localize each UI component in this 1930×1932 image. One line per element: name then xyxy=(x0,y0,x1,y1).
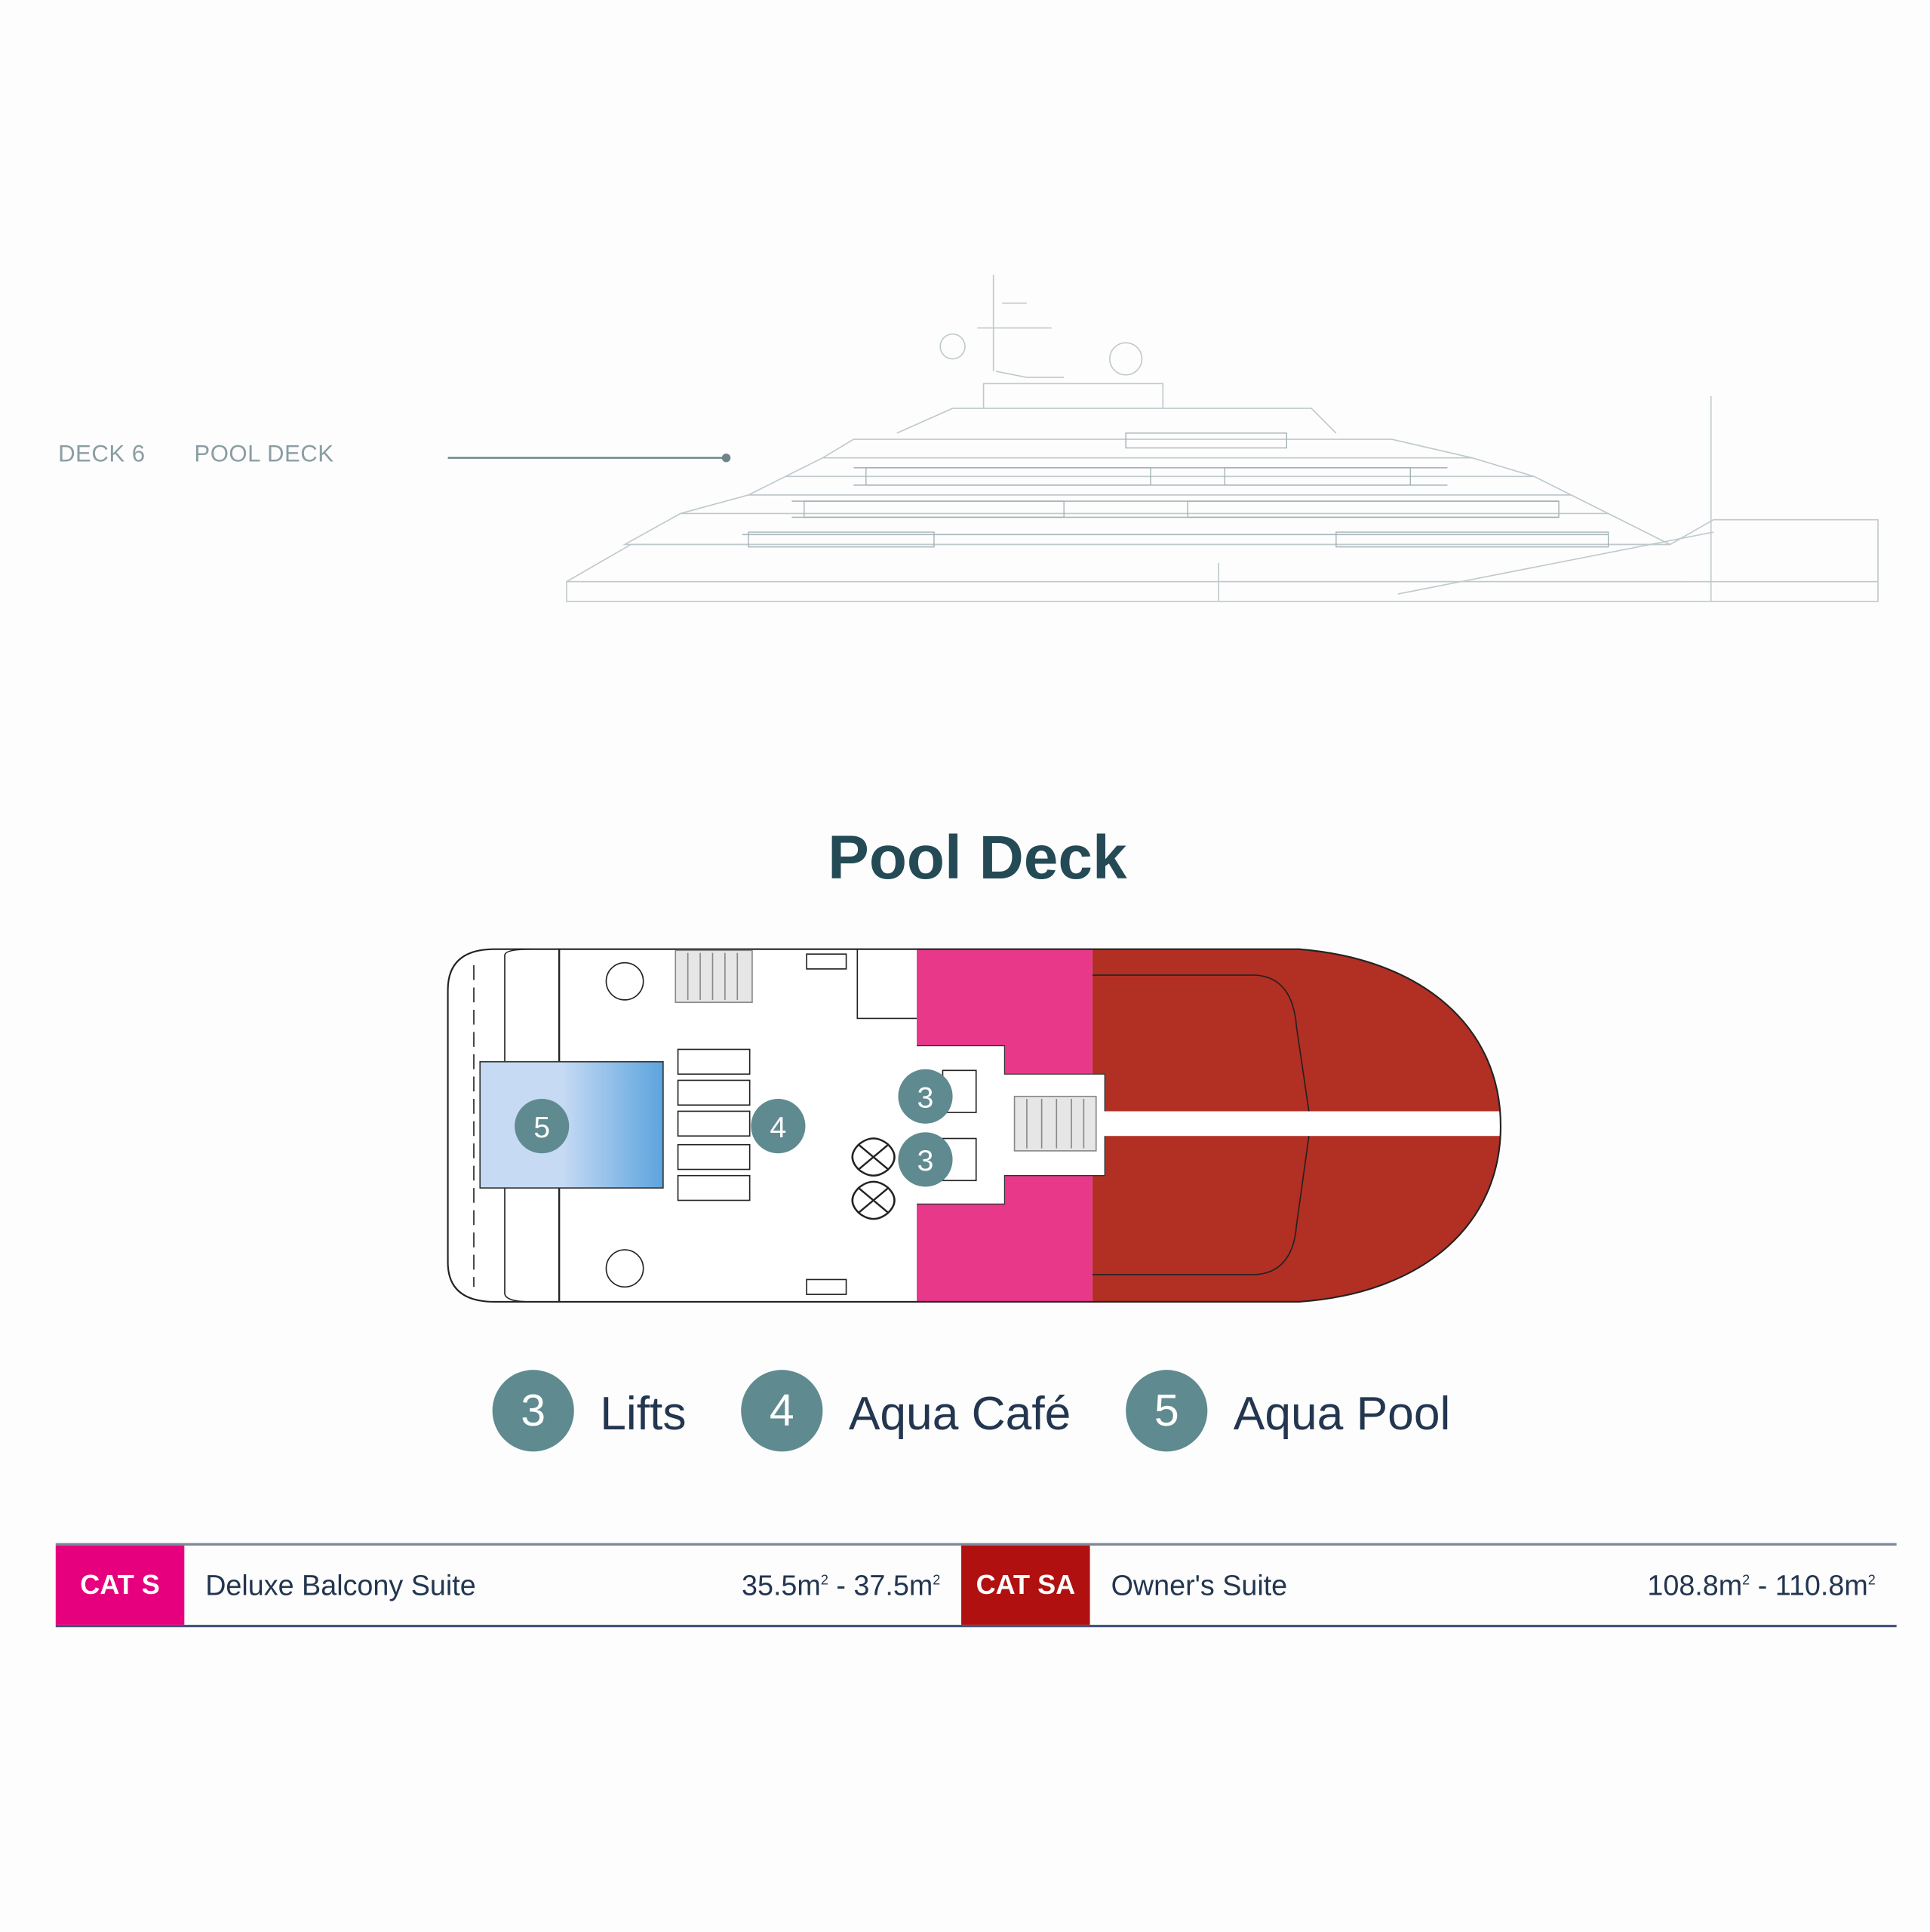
deck-number-label: DECK 6 xyxy=(58,441,146,468)
legend-cafe-label: Aqua Café xyxy=(848,1388,1071,1441)
marker-pool[interactable] xyxy=(515,1099,570,1154)
deck-plan: 5 4 3 3 xyxy=(447,948,1502,1303)
legend-cafe-badge: 4 xyxy=(741,1370,823,1452)
marker-lift-number: 3 xyxy=(917,1081,934,1115)
legend-lifts-label: Lifts xyxy=(600,1388,687,1441)
cat-s-size: 35.5m2 - 37.5m2 xyxy=(742,1568,941,1601)
marker-lift[interactable] xyxy=(898,1132,953,1187)
cat-sa-size: 108.8m2 - 110.8m2 xyxy=(1647,1568,1876,1601)
cat-s-name: Deluxe Balcony Suite xyxy=(205,1568,476,1601)
legend-pool-badge: 5 xyxy=(1126,1370,1208,1452)
deck-pointer-dot xyxy=(721,453,731,463)
cat-s-tag: CAT S xyxy=(55,1545,185,1625)
cat-sa-name: Owner's Suite xyxy=(1111,1568,1288,1601)
legend-lifts-badge: 3 xyxy=(492,1370,574,1452)
ship-side-profile xyxy=(447,275,1879,602)
cat-sa-tag: CAT SA xyxy=(961,1545,1090,1625)
deck-name-label: POOL DECK xyxy=(194,441,334,468)
table-icon xyxy=(851,1137,896,1220)
marker-lift[interactable] xyxy=(898,1069,953,1124)
legend-pool-label: Aqua Pool xyxy=(1233,1388,1451,1441)
marker-lift-number: 3 xyxy=(917,1144,934,1177)
marker-cafe-number: 4 xyxy=(770,1111,786,1144)
page-title: Pool Deck xyxy=(828,823,1127,893)
aqua-pool[interactable] xyxy=(479,1061,664,1189)
marker-pool-number: 5 xyxy=(533,1111,550,1144)
marker-cafe[interactable] xyxy=(751,1099,806,1154)
category-legend: CAT S Deluxe Balcony Suite 35.5m2 - 37.5… xyxy=(55,1543,1897,1628)
